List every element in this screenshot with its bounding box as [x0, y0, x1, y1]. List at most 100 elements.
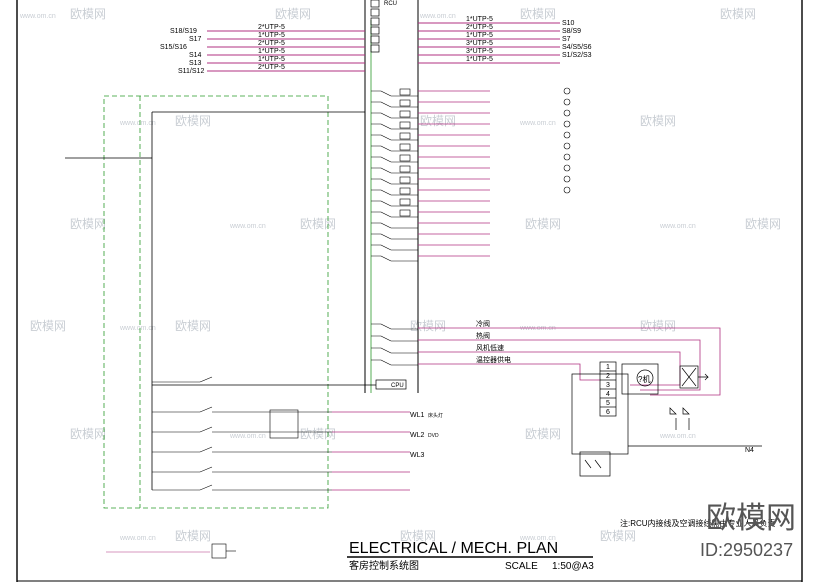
cable-label: 1*UTP-5 [258, 48, 285, 55]
rcu-label: RCU [384, 1, 397, 7]
input-label: S8/S9 [562, 28, 581, 35]
input-label: S4/S5/S6 [562, 44, 592, 51]
detail-symbol [106, 543, 236, 559]
watermark-brand: 欧模网 [175, 319, 211, 333]
input-label: S15/S16 [160, 44, 187, 51]
hvac-label: 风机低速 [476, 343, 504, 352]
wl-lines [332, 411, 410, 491]
watermark-brand: 欧模网 [525, 427, 561, 441]
input-label: S1/S2/S3 [562, 52, 592, 59]
watermark-brand: 欧模网 [175, 529, 211, 543]
drawing-note: 注:RCU内接线及空调接线需由专业人员负责 [620, 518, 776, 528]
sheet-border [16, 0, 803, 582]
cable-label: 2*UTP-5 [258, 24, 285, 31]
cable-label: 2*UTP-5 [258, 40, 285, 47]
watermark-brand: 欧模网 [640, 114, 676, 128]
terminal-number: 2 [606, 373, 610, 380]
watermark-url: www.om.cn [519, 535, 556, 542]
terminal-number: 3 [606, 382, 610, 389]
input-label: S10 [562, 20, 575, 27]
watermark-url-layer: www.om.cn www.om.cn www.om.cn www.om.cn … [19, 13, 696, 542]
watermark-url: www.om.cn [419, 13, 456, 20]
wl-note: DVD [428, 433, 439, 439]
watermark-brand: 欧模网 [275, 7, 311, 21]
watermark-brand: 欧模网 [300, 217, 336, 231]
input-label: S14 [189, 52, 202, 59]
relay-rows [371, 88, 418, 262]
watermark-url: www.om.cn [229, 223, 266, 230]
hvac-label: 热阀 [476, 331, 490, 340]
cpu-box [375, 379, 407, 390]
watermark-brand: 欧模网 [420, 114, 456, 128]
rcu-panel [364, 0, 419, 393]
terminal-number: 4 [606, 391, 610, 398]
watermark-brand: 欧模网 [175, 114, 211, 128]
wl-labels: WL1 床头灯 WL2 DVD WL3 [410, 412, 443, 459]
input-label: S7 [562, 36, 571, 43]
input-label: S18/S19 [170, 28, 197, 35]
right-inputs: S10 1*UTP-5 S8/S9 2*UTP-5 S7 1*UTP-5 S4/… [466, 16, 592, 63]
input-label: S11/S12 [178, 68, 204, 75]
watermark-url: www.om.cn [119, 535, 156, 542]
watermark-url: www.om.cn [519, 120, 556, 127]
watermark-layer: 欧模网 欧模网 欧模网 欧模网 欧模网 欧模网 欧模网 欧模网 欧模网 欧模网 … [30, 7, 781, 543]
watermark-brand: 欧模网 [400, 529, 436, 543]
relay-output-lines [418, 90, 490, 257]
cable-label: 1*UTP-5 [466, 16, 493, 23]
watermark-brand-large: 欧模网 [706, 502, 796, 535]
watermark-url: www.om.cn [519, 325, 556, 332]
terminal-number: 5 [606, 400, 610, 407]
watermark-id: ID:2950237 [700, 540, 793, 560]
watermark-brand: 欧模网 [600, 529, 636, 543]
watermark-brand: 欧模网 [70, 7, 106, 21]
cable-label: 2*UTP-5 [258, 64, 285, 71]
scale-value: 1:50@A3 [552, 561, 594, 572]
watermark-brand: 欧模网 [70, 427, 106, 441]
title-block: ELECTRICAL / MECH. PLAN 客房控制系统图 SCALE 1:… [347, 540, 594, 572]
cpu-label: CPU [391, 383, 404, 389]
watermark-url: www.om.cn [659, 223, 696, 230]
watermark-brand: 欧模网 [410, 319, 446, 333]
watermark-brand: 欧模网 [640, 319, 676, 333]
watermark-brand: 欧模网 [745, 217, 781, 231]
terminal-number: 6 [606, 409, 610, 416]
watermark-url: www.om.cn [119, 325, 156, 332]
cable-label: 3*UTP-5 [466, 48, 493, 55]
brand-watermark: 欧模网 ID:2950237 [700, 502, 796, 560]
circuit-markers [563, 87, 571, 194]
hvac-label: 冷阀 [476, 319, 490, 328]
n4-label: N4 [745, 447, 754, 454]
right-input-lines [418, 22, 560, 64]
distribution-box [103, 95, 329, 509]
cable-label: 3*UTP-5 [466, 40, 493, 47]
watermark-brand: 欧模网 [70, 217, 106, 231]
cable-label: 1*UTP-5 [258, 56, 285, 63]
fan-label: ?机 [638, 374, 650, 384]
wl-note: 床头灯 [428, 412, 443, 419]
scale-label: SCALE [505, 561, 538, 572]
wl-label: WL3 [410, 452, 425, 459]
watermark-url: www.om.cn [659, 433, 696, 440]
watermark-brand: 欧模网 [720, 7, 756, 21]
hvac-label: 温控器供电 [476, 355, 511, 364]
drawing-title: ELECTRICAL / MECH. PLAN [349, 540, 558, 557]
input-label: S13 [189, 60, 202, 67]
fan-coil-numbers: 1 2 3 4 5 6 [606, 364, 610, 416]
wl-circuits [152, 376, 332, 491]
watermark-brand: 欧模网 [520, 7, 556, 21]
hvac-lines [418, 327, 721, 396]
left-input-lines [207, 30, 365, 72]
cable-label: 1*UTP-5 [258, 32, 285, 39]
terminal-number: 1 [606, 364, 610, 371]
watermark-brand: 欧模网 [300, 427, 336, 441]
wl-label: WL1 [410, 412, 425, 419]
watermark-brand: 欧模网 [525, 217, 561, 231]
watermark-brand: 欧模网 [30, 319, 66, 333]
watermark-url: www.om.cn [19, 13, 56, 20]
wl-label: WL2 [410, 432, 425, 439]
cable-label: 1*UTP-5 [466, 32, 493, 39]
watermark-url: www.om.cn [119, 120, 156, 127]
watermark-url: www.om.cn [229, 433, 266, 440]
fan-coil-unit [571, 361, 762, 477]
